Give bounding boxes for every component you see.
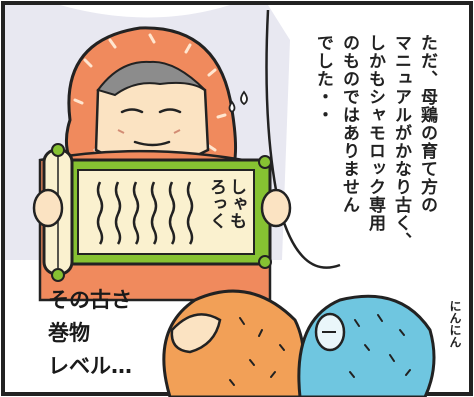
narration-line-5: でした・・ xyxy=(313,34,333,124)
right-hand xyxy=(260,188,292,228)
caption-line-2: 巻物 xyxy=(48,321,90,345)
sweat-drop-icon xyxy=(240,90,248,106)
narration-line-2: マニュアルがかなり古く、 xyxy=(391,34,411,250)
character-right xyxy=(297,294,436,397)
left-hand xyxy=(32,188,64,228)
narration-line-1: ただ、母鶏の育て方の xyxy=(417,34,437,214)
narration-line-4: のものではありません xyxy=(339,34,359,214)
scroll xyxy=(42,143,272,282)
scroll-text-2: ろっく xyxy=(206,178,226,229)
scroll-text-1: しゃも xyxy=(226,178,246,229)
caption-line-3: レベル… xyxy=(48,354,132,378)
sweat-drop-icon xyxy=(228,100,236,114)
figure-face xyxy=(94,60,210,167)
narration-line-3: しかもシャモロック専用 xyxy=(365,34,385,232)
wall-highlight xyxy=(60,5,230,18)
sound-effect-text: にんにん xyxy=(448,300,462,348)
caption-line-1: その古さ xyxy=(48,288,132,312)
